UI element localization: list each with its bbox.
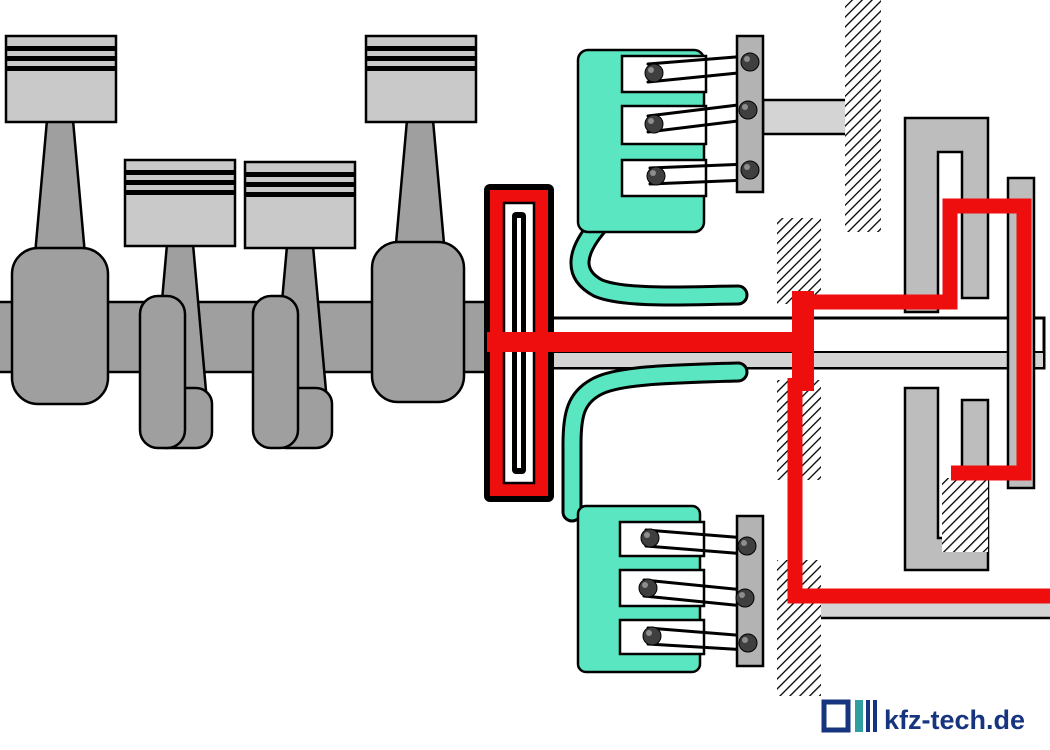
red-shaft-center: [487, 332, 813, 352]
housing-hatch-top: [845, 0, 881, 232]
red-linkage-lower: [787, 378, 1050, 604]
crank-web-a: [138, 294, 187, 450]
piston-3: [243, 160, 357, 250]
crank-web-right: [370, 240, 466, 404]
kfz-tech-logo[interactable]: kfz-tech.de: [821, 699, 1025, 735]
output-shaft-lower: [793, 600, 1050, 620]
lever-rod: [646, 118, 748, 134]
piston-ring: [6, 56, 116, 61]
piston-ring: [366, 56, 476, 61]
upper-input-shaft: [761, 98, 849, 136]
piston-ring: [245, 172, 355, 177]
piston-1: [4, 34, 118, 124]
logo-bar-icon: [855, 700, 863, 732]
clutch-drum-upper: [903, 116, 990, 314]
lever-rod: [642, 578, 746, 592]
piston-ring: [6, 66, 116, 71]
logo-square-icon: [821, 699, 851, 733]
piston-ring: [125, 180, 235, 185]
lever-rod: [646, 54, 750, 66]
lever-rod: [646, 642, 750, 652]
piston-2: [123, 158, 237, 248]
weight-slot: [618, 618, 706, 656]
lever-rod: [642, 594, 746, 608]
lever-rod: [648, 178, 750, 186]
lever-rod: [646, 626, 750, 638]
piston-ring: [366, 66, 476, 71]
lever-rod: [644, 528, 748, 540]
piston-ring: [125, 170, 235, 175]
piston-ring: [245, 192, 355, 197]
crank-web-left: [10, 246, 110, 406]
logo-text: kfz-tech.de: [884, 705, 1025, 735]
piston-ring: [125, 190, 235, 195]
housing-hatch-mid-upper: [777, 218, 821, 304]
lever-rod: [648, 162, 750, 170]
piston-ring: [6, 46, 116, 51]
crank-web-b: [251, 294, 300, 450]
centrifugal-weight-lower: [561, 361, 765, 674]
piston-4: [364, 34, 478, 124]
piston-ring: [245, 182, 355, 187]
logo-bar-icon: [873, 700, 877, 732]
logo-bar-icon: [866, 700, 870, 732]
red-linkage-upper: [813, 198, 1032, 481]
housing-hatch-right: [942, 478, 988, 552]
centrifugal-weight-upper: [569, 34, 765, 307]
piston-ring: [366, 46, 476, 51]
lever-rod: [646, 70, 750, 84]
ball-joints-upper: [644, 52, 760, 186]
ball-joints-lower: [638, 528, 758, 653]
lever-rod: [644, 544, 748, 556]
lever-rod: [646, 102, 748, 118]
